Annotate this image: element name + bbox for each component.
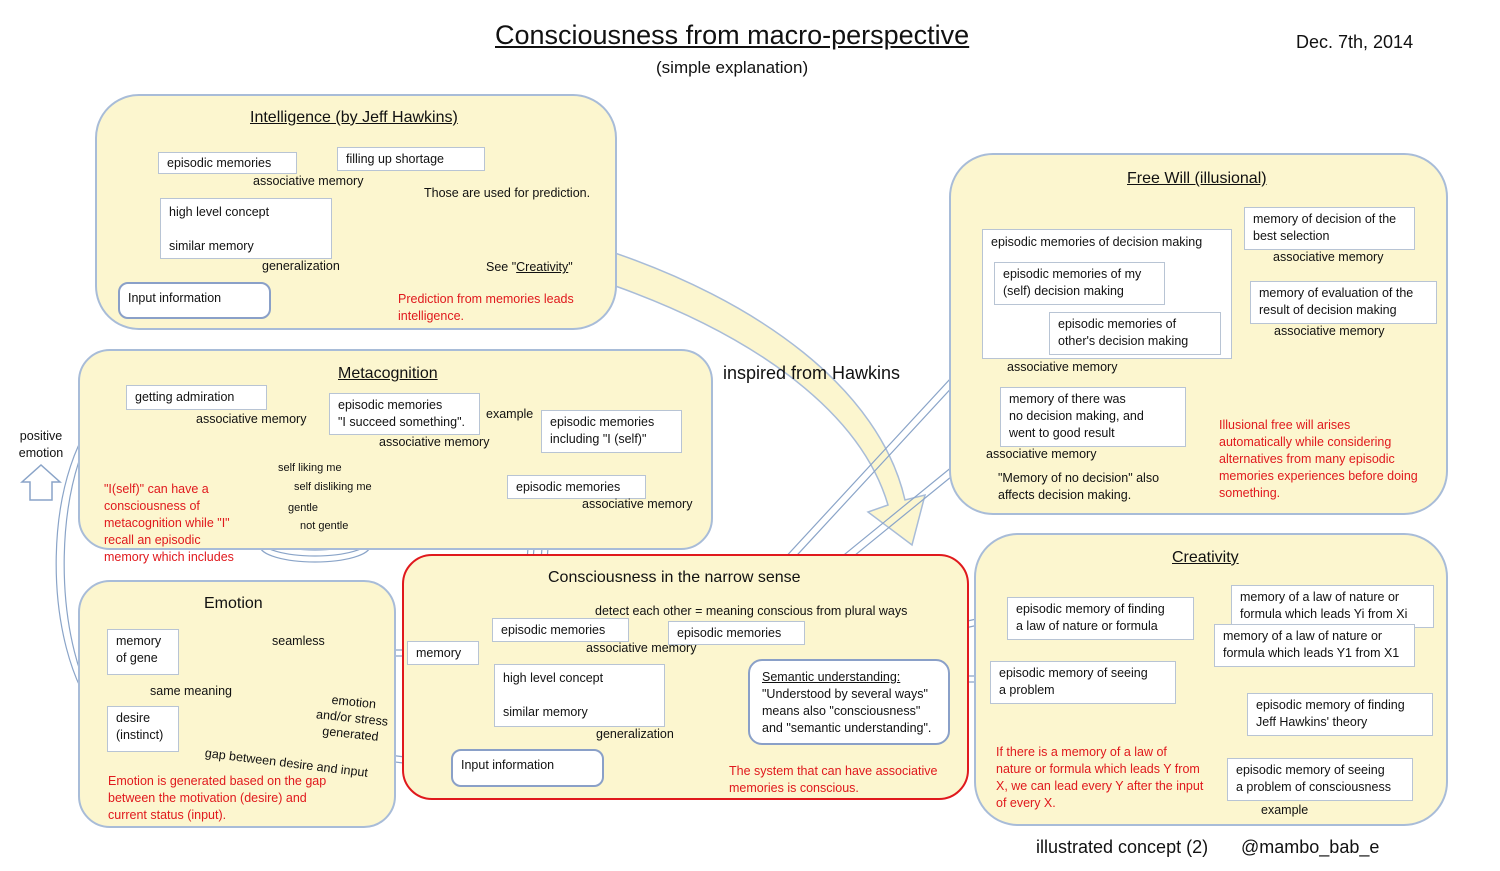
narrow-similar: similar memory xyxy=(503,705,588,719)
fw-note: Illusional free will arises automaticall… xyxy=(1219,418,1418,500)
meta-note: "I(self)" can have a consciousness of me… xyxy=(104,482,234,564)
fw-assoc4: associative memory xyxy=(986,447,1097,461)
narrow-concept-box: high level concept similar memory xyxy=(494,664,665,727)
meta-succeed-box: episodic memories "I succeed something". xyxy=(329,393,480,435)
meta-example: example xyxy=(486,407,534,421)
narrow-input-box: Input information xyxy=(451,749,604,787)
not-gentle-label: not gentle xyxy=(300,520,349,532)
freewill-title: Free Will (illusional) xyxy=(1127,170,1267,187)
see-prefix: See " xyxy=(486,260,517,274)
emotion-panel xyxy=(78,580,396,828)
cr-seeing-box: episodic memory of seeing a problem xyxy=(990,661,1176,704)
emotion-seamless: seamless xyxy=(272,634,325,648)
narrow-episodic2: episodic memories xyxy=(668,621,805,645)
self-disliking-label: self disliking me xyxy=(294,481,372,493)
intel-assoc-label: associative memory xyxy=(253,174,364,188)
creativity-title: Creativity xyxy=(1172,549,1239,566)
fw-assoc1: associative memory xyxy=(1007,360,1118,374)
fw-decision-label: episodic memories of decision making xyxy=(991,235,1203,249)
creativity-link[interactable]: Creativity xyxy=(516,260,569,274)
intel-note: Prediction from memories leads intellige… xyxy=(398,292,574,323)
fw-myself-box: episodic memories of my (self) decision … xyxy=(994,262,1165,305)
intel-filling-box: filling up shortage xyxy=(337,147,485,171)
meta-assoc2: associative memory xyxy=(379,435,490,449)
fw-others-box: episodic memories of other's decision ma… xyxy=(1049,312,1221,355)
positive-emotion-arrow xyxy=(20,463,62,501)
fw-best-box: memory of decision of the best selection xyxy=(1244,207,1415,250)
footer-concept: illustrated concept (2) xyxy=(1036,837,1209,857)
emotion-title: Emotion xyxy=(204,595,263,612)
fw-nodecision-box: memory of there was no decision making, … xyxy=(1000,387,1186,447)
see-suffix: " xyxy=(568,260,573,274)
narrow-high-level: high level concept xyxy=(503,671,604,685)
narrow-detect: detect each other = meaning conscious fr… xyxy=(595,604,908,618)
date-label: Dec. 7th, 2014 xyxy=(1296,32,1414,52)
narrow-generalization: generalization xyxy=(596,727,674,741)
emotion-stress-label: emotion and/or stress generated xyxy=(315,692,389,744)
inspired-label: inspired from Hawkins xyxy=(723,363,901,383)
cr-law-y1-box: memory of a law of nature or formula whi… xyxy=(1214,624,1415,667)
cr-example: example xyxy=(1261,803,1309,817)
emotion-note: Emotion is generated based on the gap be… xyxy=(108,774,327,822)
intel-concept-box: high level concept similar memory xyxy=(160,198,332,259)
footer-author: @mambo_bab_e xyxy=(1241,837,1380,857)
semantic-title: Semantic understanding: xyxy=(762,670,901,684)
intel-similar-label: similar memory xyxy=(169,239,254,253)
self-liking-label: self liking me xyxy=(278,462,342,474)
semantic-body: "Understood by several ways" means also … xyxy=(762,687,932,735)
cr-consciousness-box: episodic memory of seeing a problem of c… xyxy=(1227,758,1413,801)
fw-assoc3: associative memory xyxy=(1274,324,1385,338)
meta-admiration-box: getting admiration xyxy=(126,385,267,410)
cr-law-yi-box: memory of a law of nature or formula whi… xyxy=(1231,585,1434,628)
cr-note: If there is a memory of a law of nature … xyxy=(996,745,1204,810)
fw-evaluation-box: memory of evaluation of the result of de… xyxy=(1250,281,1437,324)
fw-also: "Memory of no decision" also affects dec… xyxy=(998,471,1160,502)
metacognition-title: Metacognition xyxy=(338,365,438,382)
intel-high-level-label: high level concept xyxy=(169,205,270,219)
intelligence-title: Intelligence (by Jeff Hawkins) xyxy=(250,109,458,126)
meta-assoc1: associative memory xyxy=(196,412,307,426)
intel-used-label: Those are used for prediction. xyxy=(424,186,591,200)
intel-generalization-label: generalization xyxy=(262,259,340,273)
narrow-assoc: associative memory xyxy=(586,641,697,655)
fw-assoc2: associative memory xyxy=(1273,250,1384,264)
meta-assoc3: associative memory xyxy=(582,497,693,511)
cr-hawkins-box: episodic memory of finding Jeff Hawkins'… xyxy=(1247,693,1433,736)
narrow-episodic1: episodic memories xyxy=(492,618,629,642)
narrow-note: The system that can have associative mem… xyxy=(729,764,938,795)
emotion-gene-box: memory of gene xyxy=(107,629,179,675)
page-subtitle: (simple explanation) xyxy=(656,58,809,77)
emotion-same-meaning: same meaning xyxy=(150,684,232,698)
semantic-box: Semantic understanding: "Understood by s… xyxy=(748,659,950,745)
narrow-memory-box: memory xyxy=(407,641,479,665)
meta-including-box: episodic memories including "I (self)" xyxy=(541,410,682,453)
narrow-title: Consciousness in the narrow sense xyxy=(548,569,801,586)
emotion-desire-box: desire (instinct) xyxy=(107,706,179,752)
cr-finding-box: episodic memory of finding a law of natu… xyxy=(1007,597,1194,640)
meta-episodic-box: episodic memories xyxy=(507,475,646,499)
intel-input-box: Input information xyxy=(118,282,271,319)
gentle-label: gentle xyxy=(288,502,318,514)
intel-see-creativity[interactable]: See "Creativity" xyxy=(486,259,573,276)
intel-episodic-box: episodic memories xyxy=(158,152,297,174)
page-title: Consciousness from macro-perspective xyxy=(495,20,970,50)
positive-emotion-label: positive emotion xyxy=(18,429,64,460)
